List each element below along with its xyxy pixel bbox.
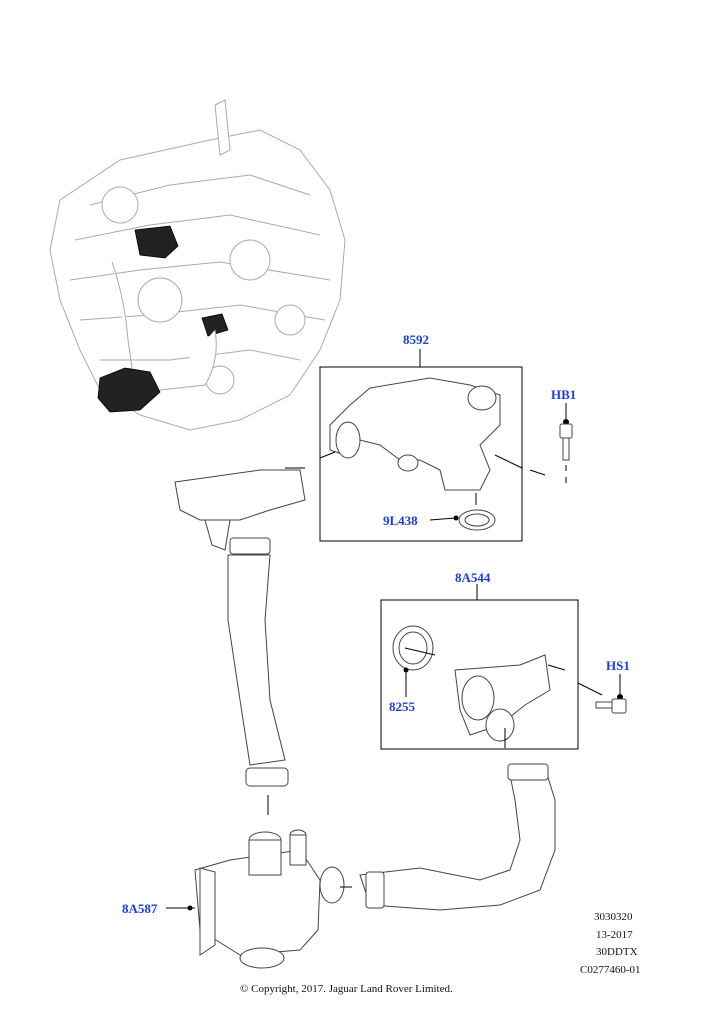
hb1-bolt	[559, 403, 573, 487]
outlet-connector-box	[380, 584, 603, 750]
lower-hose	[359, 763, 556, 911]
callout-8592[interactable]: 8592	[403, 332, 429, 347]
meta-date-code: 13-2017	[596, 929, 633, 941]
copyright-text: © Copyright, 2017. Jaguar Land Rover Lim…	[240, 983, 453, 995]
callout-8a544[interactable]: 8A544	[455, 570, 491, 585]
hs1-bolt	[595, 674, 627, 714]
upper-hose	[174, 469, 306, 787]
callout-hs1[interactable]: HS1	[606, 658, 630, 673]
callout-9l438[interactable]: 9L438	[383, 513, 418, 528]
water-pump-part	[194, 829, 345, 969]
8a587-leader	[166, 905, 195, 911]
thermostat-housing-box	[319, 349, 546, 542]
meta-illustration-number: 3030320	[594, 911, 633, 923]
callout-8a587[interactable]: 8A587	[122, 901, 158, 916]
engine-assembly	[49, 99, 346, 431]
assembly-leader-lines	[267, 467, 352, 888]
callout-8255[interactable]: 8255	[389, 699, 416, 714]
meta-model-code: 30DDTX	[596, 946, 638, 958]
callout-hb1[interactable]: HB1	[551, 387, 576, 402]
meta-catalog-code: C0277460-01	[580, 964, 641, 976]
